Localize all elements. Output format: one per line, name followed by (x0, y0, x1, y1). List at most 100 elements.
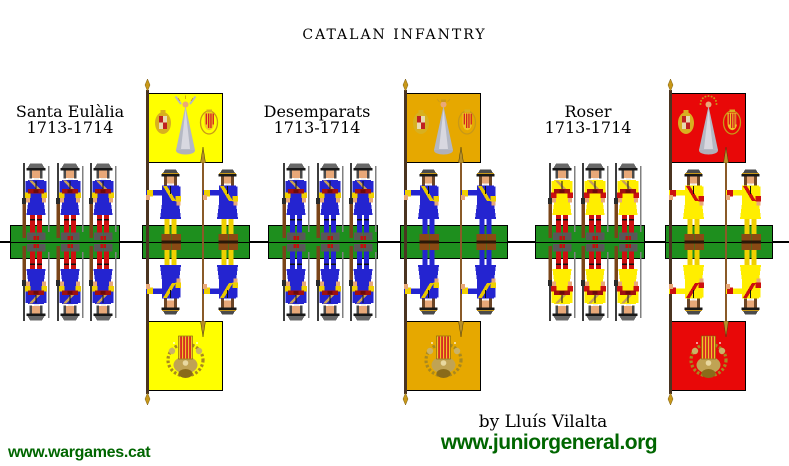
soldier-art (581, 163, 609, 240)
fold-line-dash (0, 241, 10, 243)
flag-pole (146, 90, 149, 394)
flag-bearer-figure (203, 168, 243, 242)
juniorgeneral-url: www.juniorgeneral.org (440, 431, 658, 454)
regiment-flag-front (406, 93, 481, 163)
flag-front-art (406, 93, 481, 163)
flag-bearer-figure (669, 168, 709, 242)
finial-art (667, 393, 674, 405)
flag-finial-bottom (666, 393, 675, 405)
soldier-figure (315, 162, 345, 242)
pike-head-art (200, 321, 206, 337)
flag-back-art (671, 321, 746, 391)
fold-line-dash (120, 241, 142, 243)
soldier-figure-mirrored (348, 242, 378, 322)
pike-head-art (458, 147, 464, 163)
soldier-art (548, 163, 576, 240)
flag-bearer-figure (461, 168, 501, 242)
flag-bearer-figure-mirrored (726, 242, 766, 316)
flag-bearer-figure-mirrored (669, 242, 709, 316)
pike-head-art (200, 147, 206, 163)
flag-finial-top (143, 79, 152, 91)
regiment-flag-front (671, 93, 746, 163)
soldier-art (614, 244, 642, 321)
soldier-figure (580, 162, 610, 242)
flag-bearer-figure (146, 168, 186, 242)
flag-bearer-art (146, 242, 181, 315)
unit-name: Desemparats (263, 102, 371, 121)
fold-line-dash (378, 241, 400, 243)
flag-back-art (148, 321, 223, 391)
flag-bearer-figure (404, 168, 444, 242)
flag-bearer-art (726, 242, 761, 315)
pike-head-bottom (458, 321, 464, 337)
regiment-flag-back (148, 321, 223, 391)
flag-bearer-figure-mirrored (146, 242, 186, 316)
flag-bearer-art (669, 242, 704, 315)
pike-head-top (458, 147, 464, 163)
flag-pole (669, 90, 672, 394)
soldier-figure-mirrored (613, 242, 643, 322)
soldier-art (56, 163, 84, 240)
soldier-art (282, 163, 310, 240)
soldier-art (89, 244, 117, 321)
soldier-figure (281, 162, 311, 242)
flag-bearer-art (203, 169, 238, 242)
flag-bearer-art (404, 169, 439, 242)
flag-bearer-figure-mirrored (461, 242, 501, 316)
flag-bearer-art (669, 169, 704, 242)
pike-head-top (200, 147, 206, 163)
sheet-title: CATALAN INFANTRY (302, 27, 487, 43)
flag-front-art (671, 93, 746, 163)
soldier-art (22, 244, 50, 321)
soldier-art (282, 244, 310, 321)
soldier-art (316, 163, 344, 240)
soldier-figure-mirrored (547, 242, 577, 322)
soldier-figure-mirrored (55, 242, 85, 322)
flag-back-art (406, 321, 481, 391)
flag-bearer-art (146, 169, 181, 242)
flag-bearer-art (726, 169, 761, 242)
unit-label-roser: Roser 1713-1714 (518, 104, 658, 136)
soldier-figure (547, 162, 577, 242)
soldier-figure (55, 162, 85, 242)
pike-shaft (202, 163, 204, 321)
flag-bearer-art (404, 242, 439, 315)
soldier-art (316, 244, 344, 321)
finial-art (144, 393, 151, 405)
finial-art (402, 79, 409, 91)
flag-bearer-figure-mirrored (203, 242, 243, 316)
fold-line-dash (508, 241, 535, 243)
flag-bearer-art (461, 169, 496, 242)
soldier-art (56, 244, 84, 321)
unit-years: 1713-1714 (26, 118, 114, 137)
flag-finial-top (666, 79, 675, 91)
wargames-url: www.wargames.cat (8, 444, 151, 461)
pike-head-bottom (200, 321, 206, 337)
fold-line-dash (250, 241, 268, 243)
soldier-art (581, 244, 609, 321)
unit-years: 1713-1714 (544, 118, 632, 137)
unit-label-desemparats: Desemparats 1713-1714 (247, 104, 387, 136)
soldier-figure (88, 162, 118, 242)
soldier-art (22, 163, 50, 240)
soldier-figure (348, 162, 378, 242)
flag-pole (404, 90, 407, 394)
flag-finial-bottom (143, 393, 152, 405)
pike-head-art (723, 321, 729, 337)
pike-head-art (458, 321, 464, 337)
finial-art (667, 79, 674, 91)
soldier-figure (613, 162, 643, 242)
flag-front-art (148, 93, 223, 163)
finial-art (402, 393, 409, 405)
soldier-art (349, 244, 377, 321)
soldier-figure-mirrored (21, 242, 51, 322)
flag-bearer-figure-mirrored (404, 242, 444, 316)
soldier-figure-mirrored (315, 242, 345, 322)
unit-years: 1713-1714 (273, 118, 361, 137)
pike-head-top (723, 147, 729, 163)
flag-finial-top (401, 79, 410, 91)
soldier-art (614, 163, 642, 240)
flag-bearer-art (461, 242, 496, 315)
soldier-figure-mirrored (281, 242, 311, 322)
